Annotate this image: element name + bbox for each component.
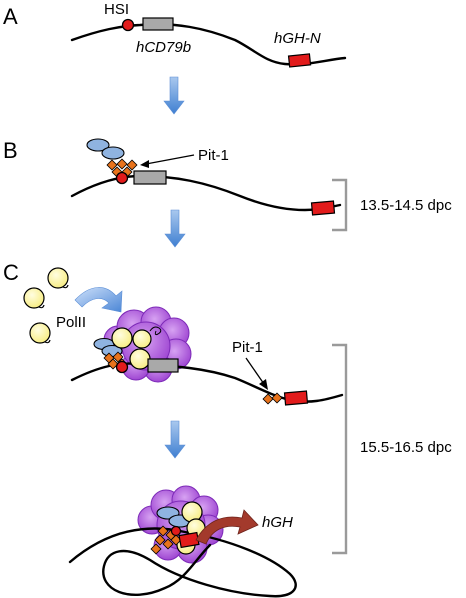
bound-polymerase-1 [111,327,133,349]
flow-arrow-1 [163,76,185,115]
panel-b-letter: B [3,138,18,163]
looped-dna-strand [68,527,297,598]
flow-arrow-3 [164,420,186,459]
bound-polymerase-group [111,327,152,370]
panel-b-dna-strand [70,174,342,212]
panel-c-polymerase-label: PolII [56,314,86,331]
panel-b: B Pit-1 13.5-14.5 dpc [3,138,452,232]
nascent-rna [149,326,162,336]
recruitment-arrow [74,287,123,313]
panel-a: A HSI hCD79b hGH-N [3,1,347,68]
panel-a-hs-label: HSI [104,1,129,18]
panel-c-pit1-pointer-head [259,379,268,390]
free-polymerase-2 [23,287,45,309]
panel-c-hs-site [115,360,129,374]
bound-polymerase-3 [129,348,151,370]
panel-b-stage-label: 13.5-14.5 dpc [360,197,452,214]
free-polymerase-group [23,267,69,344]
panel-b-hs-site [115,171,129,185]
panel-c-pit1-label: Pit-1 [232,339,263,356]
flow-arrow-2 [164,209,186,248]
panel-b-pit1-cluster [106,158,138,178]
panel-c-stage-bracket [332,343,348,555]
panel-c-loop: hGH [68,485,297,598]
panel-c-letter: C [3,260,19,285]
panel-b-pit1-pointer [145,154,195,165]
panel-b-pit1-pointer-head [140,160,149,168]
free-polymerase-tails [38,284,69,344]
panel-b-pit1-label: Pit-1 [198,147,229,164]
panel-b-cofactor-1 [86,138,110,152]
loop-hs-site [170,525,182,537]
panel-c-target-gene [283,390,309,406]
panel-c-stage-label: 15.5-16.5 dpc [360,439,452,456]
panel-a-hs-site [121,18,135,32]
panel-c: C PolII [3,260,452,555]
panel-c-pit1-pointer [245,357,265,385]
panel-a-target-gene [287,53,312,68]
hgh-product-arrow [195,509,259,545]
panel-a-gene-box [142,17,174,31]
panel-b-cofactor-2 [101,146,125,160]
panel-c-distal-pit1 [262,392,283,405]
panel-a-gene-label: hCD79b [136,39,191,56]
panel-b-gene-box [133,170,167,185]
hgh-product-label: hGH [262,514,293,531]
free-polymerase-1 [47,267,69,289]
panel-b-stage-bracket [332,178,348,232]
panel-c-gene-box [147,358,179,373]
panel-b-target-gene [310,200,336,216]
panel-a-target-label: hGH-N [274,30,321,47]
free-polymerase-3 [29,322,51,344]
bound-polymerase-2 [132,329,152,349]
panel-a-letter: A [3,4,18,29]
